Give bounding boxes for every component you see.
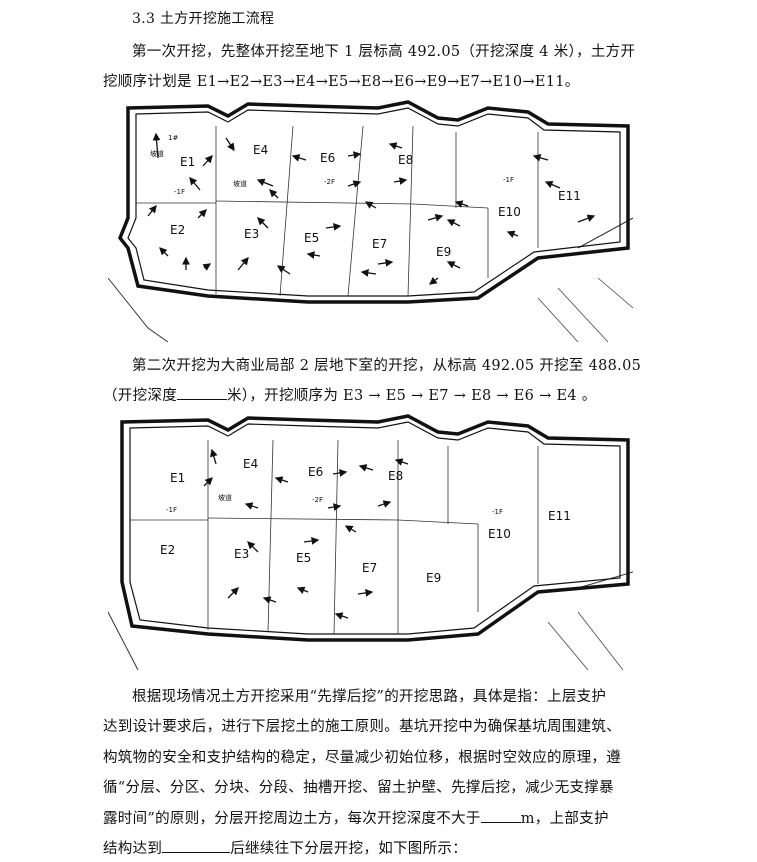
zone-label-e7: E7	[362, 561, 377, 575]
zone-label-e1: E1	[180, 155, 195, 169]
ramp-label: 坡道	[218, 493, 232, 502]
zone-label-e2: E2	[170, 223, 185, 237]
zone-label-e7: E7	[372, 237, 387, 251]
zone-label-e4: E4	[253, 143, 268, 157]
zone-label-e6: E6	[308, 465, 323, 479]
level-label: -1F	[174, 188, 185, 196]
section-title: 土方开挖施工流程	[159, 11, 275, 27]
level-label: -1F	[166, 506, 177, 514]
zone-label-e5: E5	[304, 231, 319, 245]
zone-label-e3: E3	[234, 547, 249, 561]
max-depth-blank	[480, 810, 521, 823]
level-label: -2F	[312, 496, 323, 504]
para1-line2: 挖顺序计划是 E1→E2→E3→E4→E5→E8→E6→E9→E7→E10→E1…	[103, 74, 580, 90]
zone-label-e3: E3	[244, 227, 259, 241]
zone-label-e10: E10	[498, 205, 521, 219]
para3-line6-start: 结构达到	[103, 841, 163, 857]
level-label: -1F	[492, 508, 503, 516]
para3-line4: 循“分层、分区、分块、分段、抽槽开挖、留土护壁、先撑后挖，减少无支撑暴	[103, 780, 614, 796]
para3-line5-end: m，上部支护	[520, 811, 609, 827]
zone-label-e8: E8	[398, 153, 413, 167]
strength-blank	[162, 840, 231, 853]
stair-label: 1#	[168, 134, 178, 142]
zone-label-e1: E1	[170, 471, 185, 485]
zone-label-e9: E9	[436, 245, 451, 259]
zone-label-e5: E5	[296, 551, 311, 565]
para2-line2: （开挖深度 米），开挖顺序为 E3 → E5 → E7 → E8 → E6 → E…	[103, 384, 597, 405]
para2-line2-end: 米），开挖顺序为 E3 → E5 → E7 → E8 → E6 → E4 。	[227, 388, 597, 404]
zone-label-e9: E9	[426, 571, 441, 585]
level-label: -1F	[503, 176, 514, 184]
para3-line5: 露时间”的原则，分层开挖周边土方，每次开挖深度不大于 m，上部支护	[103, 807, 609, 828]
zone-label-e2: E2	[160, 543, 175, 557]
para2-line1: 第二次开挖为大商业局部 2 层地下室的开挖，从标高 492.05 开挖至 488…	[132, 358, 642, 374]
depth-blank	[177, 387, 227, 400]
zone-label-e6: E6	[320, 151, 335, 165]
para3-line6-end: 后继续往下分层开挖，如下图所示：	[230, 841, 468, 857]
zone-label-e4: E4	[243, 457, 258, 471]
zone-label-e11: E11	[548, 509, 571, 523]
zone-label-e10: E10	[488, 527, 511, 541]
para2-line2-start: （开挖深度	[103, 388, 177, 404]
zone-label-e11: E11	[558, 189, 581, 203]
zone-label-e8: E8	[388, 469, 403, 483]
para3-line5-start: 露时间”的原则，分层开挖周边土方，每次开挖深度不大于	[103, 811, 481, 827]
excavation-plan-2: E1 E2 E3 E4 E5 E6 E7 E8 E9 E10 E11 -1F -…	[108, 414, 633, 670]
para3-line1: 根据现场情况土方开挖采用“先撑后挖”的开挖思路，具体是指：上层支护	[132, 689, 607, 705]
para3-line2: 达到设计要求后，进行下层挖土的施工原则。基坑开挖中为确保基坑周围建筑、	[103, 719, 621, 735]
para3-line3: 构筑物的安全和支护结构的稳定，尽量减少初始位移，根据时空效应的原理，遵	[103, 750, 621, 766]
ramp-label: 坡道	[233, 179, 247, 188]
level-label: -2F	[324, 178, 335, 186]
excavation-plan-1: E1 E2 E3 E4 E5 E6 E7 E8 E9 E10 E11 -1F -…	[108, 100, 633, 342]
para3-line6: 结构达到 后继续往下分层开挖，如下图所示：	[103, 837, 467, 858]
section-number: 3.3	[132, 11, 156, 27]
para1-line1: 第一次开挖，先整体开挖至地下 1 层标高 492.05（开挖深度 4 米），土方…	[132, 44, 636, 60]
section-heading: 3.3 土方开挖施工流程	[132, 8, 274, 28]
